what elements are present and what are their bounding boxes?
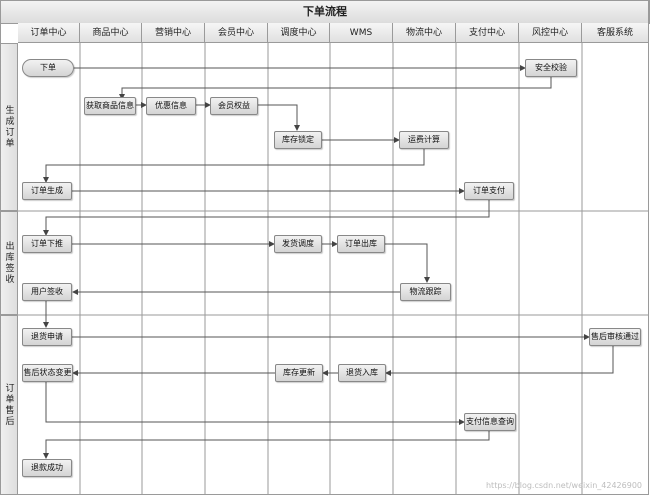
node-aftersale-approved[interactable]: 售后审核通过 [589,328,641,346]
node-payment-query[interactable]: 支付信息查询 [464,413,516,431]
node-member-benefits[interactable]: 会员权益 [210,97,258,115]
column-header-marketing: 营销中心 [142,23,205,43]
node-user-sign[interactable]: 用户签收 [22,283,72,301]
column-header-wms: WMS [330,23,393,43]
node-order-created[interactable]: 订单生成 [22,182,72,200]
column-header-logistics: 物流中心 [393,23,456,43]
column-header-payment: 支付中心 [456,23,519,43]
node-security-check[interactable]: 安全校验 [525,59,577,77]
node-shipping-calc[interactable]: 运费计算 [399,131,449,149]
node-return-inbound[interactable]: 退货入库 [338,364,386,382]
node-stock-lock[interactable]: 库存锁定 [274,131,322,149]
watermark-text: https://blog.csdn.net/weixin_42426900 [485,481,642,490]
node-place-order[interactable]: 下单 [22,59,74,77]
node-stock-update[interactable]: 库存更新 [275,364,323,382]
column-header-risk: 风控中心 [519,23,582,43]
node-order-push[interactable]: 订单下推 [22,235,72,253]
node-order-outbound[interactable]: 订单出库 [337,235,385,253]
node-order-payment[interactable]: 订单支付 [464,182,514,200]
node-discount-info[interactable]: 优惠信息 [146,97,196,115]
column-header-product: 商品中心 [80,23,142,43]
column-header-member: 会员中心 [205,23,268,43]
node-aftersale-status[interactable]: 售后状态变更 [22,364,73,382]
node-refund-success[interactable]: 退款成功 [22,459,72,477]
column-header-order: 订单中心 [18,23,80,43]
node-get-product-info[interactable]: 获取商品信息 [84,97,136,115]
node-dispatch[interactable]: 发货调度 [274,235,322,253]
node-return-request[interactable]: 退货申请 [22,328,72,346]
node-logistics-track[interactable]: 物流跟踪 [400,283,451,301]
column-header-dispatch: 调度中心 [268,23,330,43]
